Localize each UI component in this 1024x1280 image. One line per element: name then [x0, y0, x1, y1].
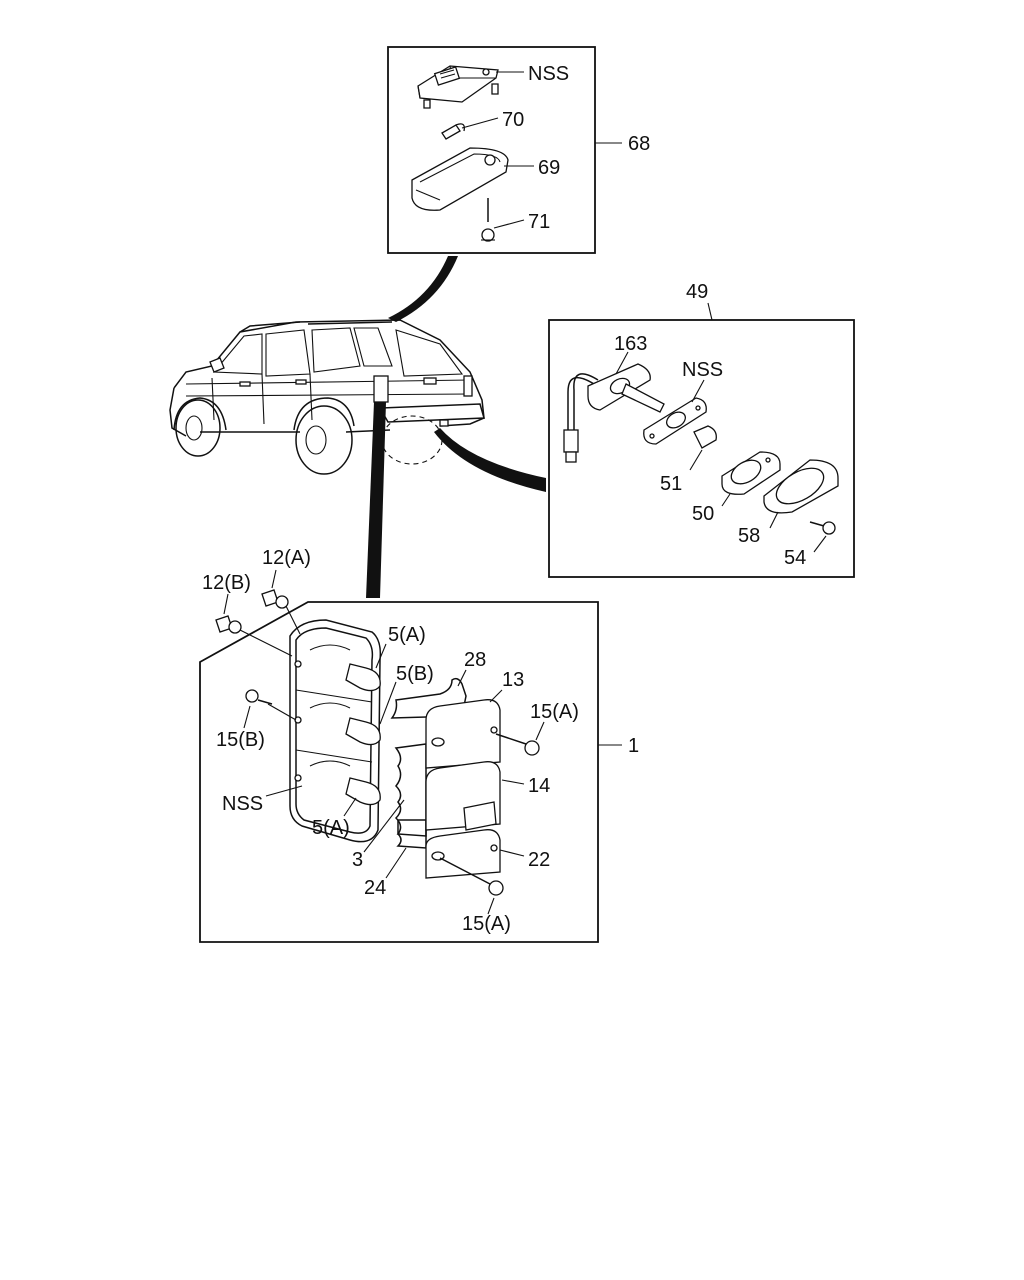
vehicle-outline: [169, 319, 485, 475]
callout-12a: 12(A): [262, 547, 311, 569]
callout-69: 69: [538, 157, 560, 179]
callout-68: 68: [628, 133, 650, 155]
lamp-cover-58: [763, 459, 839, 514]
callout-5a-bottom: 5(A): [312, 817, 350, 839]
callout-51: 51: [660, 473, 682, 495]
bulb-5a-top: [345, 663, 381, 692]
callout-14: 14: [528, 775, 550, 797]
gasket-28: [390, 677, 467, 719]
callout-13: 13: [502, 669, 524, 691]
screw-15a-top: [495, 733, 540, 756]
gasket-3: [394, 743, 427, 837]
connector-tail-lamp: [366, 402, 386, 598]
callout-nss-plate: NSS: [682, 359, 723, 381]
connector-plate-lamp: [434, 428, 546, 492]
callout-15a-bottom: 15(A): [462, 913, 511, 935]
callout-3: 3: [352, 849, 363, 871]
clip-12b: [215, 615, 242, 634]
clip-12a: [261, 589, 289, 609]
callout-70: 70: [502, 109, 524, 131]
callout-12b: 12(B): [202, 572, 251, 594]
lamp-housing-socket-frame: [289, 619, 382, 843]
connector-cargo-lamp: [388, 256, 458, 322]
lamp-lens-50: [721, 451, 781, 495]
callout-50: 50: [692, 503, 714, 525]
callout-163: 163: [614, 333, 647, 355]
callout-22: 22: [528, 849, 550, 871]
lamp-socket-assembly: [417, 65, 499, 109]
gasket-nss: [643, 397, 707, 445]
callout-5a-top: 5(A): [388, 624, 426, 646]
gasket-24: [396, 819, 427, 849]
callout-1: 1: [628, 735, 639, 757]
callout-nss-socket: NSS: [222, 793, 263, 815]
screw-15a-bottom: [439, 857, 504, 896]
callout-15b: 15(B): [216, 729, 265, 751]
bulb-5b: [345, 717, 381, 746]
callout-28: 28: [464, 649, 486, 671]
lamp-lens-69: [411, 147, 509, 211]
screw-15b: [245, 689, 273, 705]
screw-71: [481, 198, 495, 242]
wire-harness-163: [563, 363, 665, 463]
bulb-51: [693, 425, 717, 449]
callout-nss-lamp: NSS: [528, 63, 569, 85]
callout-24: 24: [364, 877, 386, 899]
bulb-70: [441, 123, 465, 140]
callout-54: 54: [784, 547, 806, 569]
callout-15a-top: 15(A): [530, 701, 579, 723]
callout-71: 71: [528, 211, 550, 233]
cargo-lamp-box: [387, 46, 622, 254]
callout-58: 58: [738, 525, 760, 547]
callout-5b: 5(B): [396, 663, 434, 685]
screw-54: [809, 521, 836, 535]
lens-13: [425, 699, 501, 769]
bulb-5a-bottom: [345, 777, 381, 806]
callout-49: 49: [686, 281, 708, 303]
lens-14: [425, 761, 501, 831]
rear-combination-lamp-box: [199, 569, 622, 943]
licence-plate-lamp-box: [548, 302, 855, 578]
